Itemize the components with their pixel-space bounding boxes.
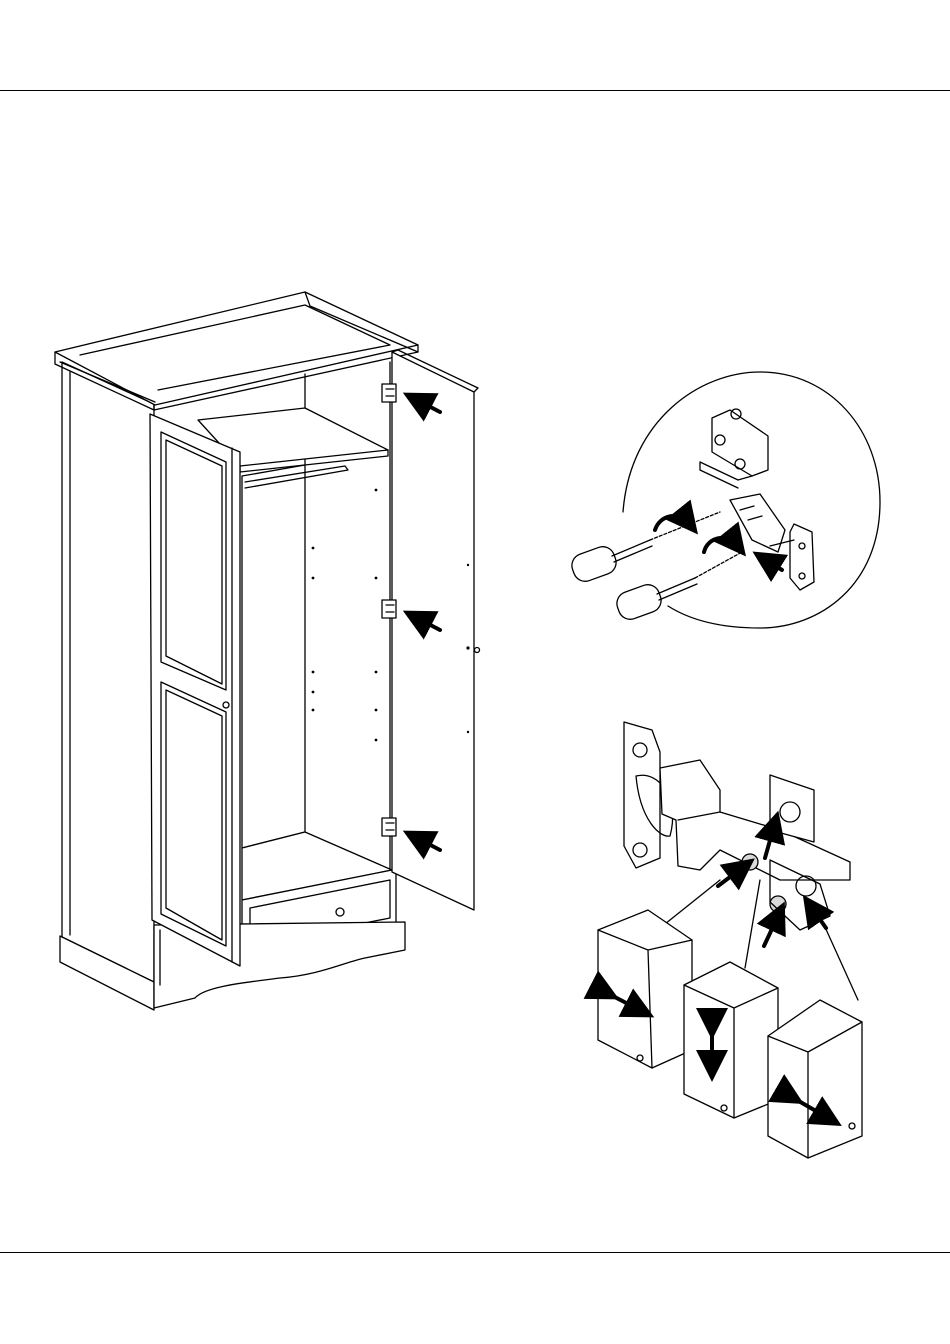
hinge-detail-illustration (569, 372, 880, 628)
rotate-arrow-icon (704, 538, 736, 552)
rotate-arrow-icon (655, 516, 688, 530)
shelf-peg-holes (312, 489, 378, 742)
door-hinge (382, 600, 396, 618)
wardrobe-illustration (55, 292, 480, 1010)
screwdriver-icon (569, 512, 720, 585)
door-panel-horizontal-adjust (598, 910, 692, 1068)
arrow-icon (764, 916, 778, 946)
door-hinge (382, 818, 396, 836)
door-panel-depth-adjust (768, 1000, 862, 1158)
door-hinge (382, 384, 396, 402)
arrow-icon (812, 908, 826, 928)
arrow-icon (766, 560, 782, 570)
arrow-icon (718, 868, 742, 886)
door-panel-vertical-adjust (684, 962, 778, 1118)
